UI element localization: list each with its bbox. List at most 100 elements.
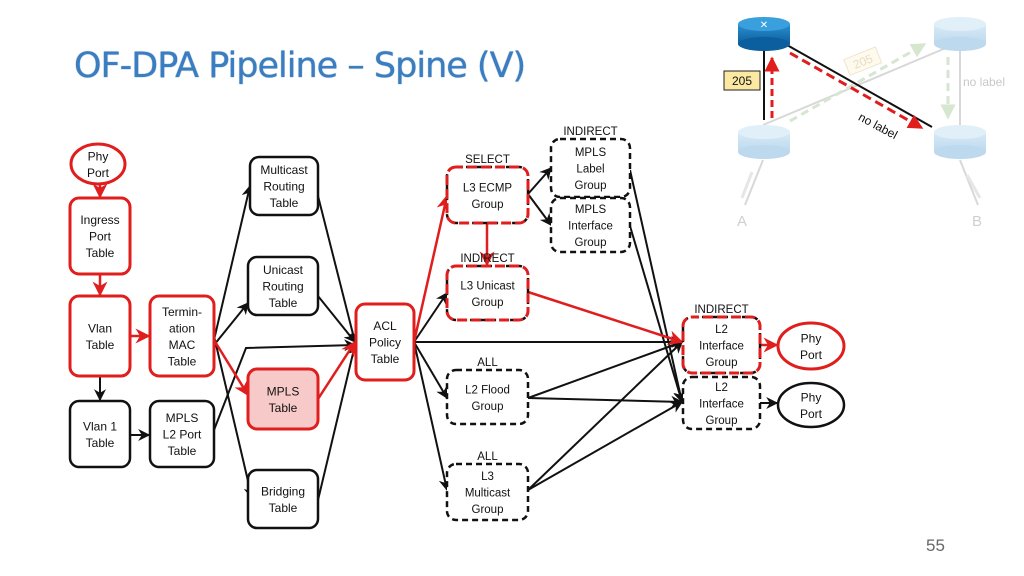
node-label-line: Vlan xyxy=(88,321,112,335)
node-label-line: Group xyxy=(472,504,504,516)
node-label-line: Port xyxy=(87,166,110,180)
node-shape xyxy=(445,165,530,225)
node-label-line: Phy xyxy=(801,331,822,345)
label-no-label-right: no label xyxy=(963,75,1005,89)
node-label-line: Table xyxy=(168,444,197,458)
node-border-under xyxy=(445,264,530,322)
node-label-line: Ingress xyxy=(80,213,119,227)
node-label-line: MPLS xyxy=(575,204,607,216)
node-label-line: Interface xyxy=(699,399,744,411)
node-label-line: L2 Flood xyxy=(465,384,510,396)
node-vlan1[interactable]: Vlan 1 Table xyxy=(68,399,132,469)
node-shape xyxy=(445,368,530,426)
node-shape xyxy=(354,302,416,382)
edge-l3-unicast-to-l2-intf-a xyxy=(527,290,684,345)
node-label-line: L2 xyxy=(715,324,728,336)
edge-bridging-to-acl xyxy=(317,343,359,501)
node-shape xyxy=(68,196,132,276)
edge-acl-to-l3-ecmp xyxy=(412,194,452,343)
edge-l2-flood-to-l2-intf-a xyxy=(527,340,684,399)
node-shape xyxy=(681,315,762,375)
node-shape xyxy=(549,137,632,199)
router-bottom-right xyxy=(934,125,986,159)
node-label-line: Group xyxy=(472,401,504,413)
router-top-right xyxy=(934,17,986,51)
group-type-label: ALL xyxy=(477,357,498,369)
node-label-line: Routing xyxy=(262,280,303,294)
group-type-label: SELECT xyxy=(465,154,510,166)
faded-label-box-205 xyxy=(843,46,883,77)
slide-title: OF-DPA Pipeline – Spine (V) xyxy=(74,46,526,86)
node-shape xyxy=(248,155,320,217)
node-label-line: Routing xyxy=(263,180,304,194)
node-label-line: ation xyxy=(169,321,195,335)
node-label-line: Table xyxy=(86,436,115,450)
edge-acl-to-l2-flood xyxy=(413,341,448,400)
node-label-line: Termin- xyxy=(162,305,202,319)
node-label-line: Vlan 1 xyxy=(83,419,117,433)
link-host-b xyxy=(959,159,979,206)
node-label-line: Phy xyxy=(801,390,822,404)
node-label-line: Multicast xyxy=(260,163,308,177)
node-label-line: Table xyxy=(168,354,197,368)
node-label-line: Group xyxy=(706,415,738,427)
edge-ucast-routing-to-acl xyxy=(317,295,356,343)
node-label-line: Group xyxy=(575,180,607,192)
group-type-label: INDIRECT xyxy=(563,126,617,138)
node-label-line: Interface xyxy=(568,221,613,233)
node-label-line: L3 Unicast xyxy=(460,280,515,292)
node-label-line: Bridging xyxy=(261,484,305,498)
label-205: 205 xyxy=(732,74,752,88)
router-bottom-left xyxy=(738,125,790,159)
edge-acl-to-l3-mcast xyxy=(413,341,451,492)
node-label-line: Policy xyxy=(369,336,401,350)
node-label-line: Label xyxy=(576,164,604,176)
node-label-line: Group xyxy=(575,237,607,249)
edge-mpls-l2-port-to-acl xyxy=(213,339,357,431)
page-number: 55 xyxy=(926,536,945,555)
node-shape xyxy=(69,142,127,186)
node-label-line: L2 xyxy=(715,382,728,394)
node-shape xyxy=(148,294,216,378)
router-top-left: ✕ xyxy=(738,17,790,51)
edge-acl-to-l3-unicast xyxy=(413,292,448,343)
node-shape xyxy=(246,468,320,530)
host-b-label: B xyxy=(972,213,982,230)
edge-mpls-intf-to-l2-intf-b xyxy=(629,225,685,404)
node-label-line: Table xyxy=(270,196,299,210)
node-label-line: MAC xyxy=(169,338,196,352)
node-shape xyxy=(445,264,530,322)
group-type-label: ALL xyxy=(477,451,498,463)
node-label-line: Port xyxy=(89,230,112,244)
edge-l3-ecmp-to-mpls-label xyxy=(527,167,552,195)
node-label-line: Unicast xyxy=(263,263,304,277)
label-box-205 xyxy=(723,70,761,91)
node-shape xyxy=(68,399,132,469)
red-path-diag xyxy=(789,51,924,130)
node-label-line: ACL xyxy=(373,319,397,333)
arrow-host-a xyxy=(740,171,754,199)
node-label-line: Multicast xyxy=(465,488,511,500)
node-label-line: Port xyxy=(800,348,823,362)
node-label-line: L3 xyxy=(481,471,494,483)
